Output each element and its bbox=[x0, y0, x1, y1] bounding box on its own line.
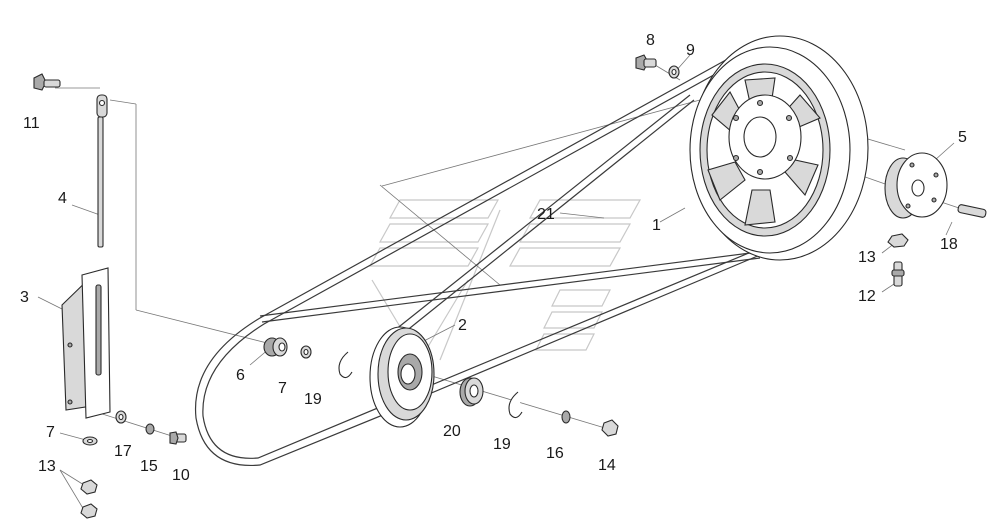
v-belt bbox=[194, 39, 767, 467]
callout-8: 8 bbox=[646, 32, 655, 49]
bolt-top bbox=[635, 54, 657, 71]
lock-washer-right bbox=[561, 410, 571, 424]
callout-9: 9 bbox=[686, 42, 695, 59]
callout-2: 2 bbox=[458, 317, 467, 334]
washer-top bbox=[668, 65, 680, 79]
callout-20: 20 bbox=[443, 423, 461, 440]
callout-7-mid: 7 bbox=[278, 380, 287, 397]
callout-14: 14 bbox=[598, 457, 616, 474]
callout-11: 11 bbox=[23, 115, 40, 132]
callout-18: 18 bbox=[940, 236, 958, 253]
callout-10: 10 bbox=[172, 467, 190, 484]
callout-7-bottom: 7 bbox=[46, 424, 55, 441]
key bbox=[957, 204, 987, 218]
small-pulley bbox=[369, 326, 435, 428]
callout-5: 5 bbox=[958, 129, 967, 146]
callout-6: 6 bbox=[236, 367, 245, 384]
circlip-right bbox=[508, 391, 523, 419]
spacer bbox=[263, 337, 288, 357]
callout-3: 3 bbox=[20, 289, 29, 306]
callout-16: 16 bbox=[546, 445, 564, 462]
adjusting-rod bbox=[96, 94, 108, 248]
callout-15: 15 bbox=[140, 458, 158, 475]
circlip-left bbox=[338, 351, 353, 379]
callout-4: 4 bbox=[58, 190, 67, 207]
nut-right bbox=[887, 233, 909, 248]
lock-washer-15 bbox=[145, 423, 155, 435]
bolt-10 bbox=[169, 431, 187, 445]
bearing bbox=[459, 377, 484, 407]
bolt-11 bbox=[33, 73, 61, 91]
callout-19-left: 19 bbox=[304, 391, 322, 408]
callout-13-right: 13 bbox=[858, 249, 876, 266]
stud bbox=[891, 261, 905, 287]
washer-bottom bbox=[82, 436, 98, 446]
nut-bottom-1 bbox=[80, 479, 98, 495]
callout-labels: 1 2 3 4 5 6 7 7 8 9 10 11 12 13 13 14 15… bbox=[20, 32, 967, 484]
callout-1: 1 bbox=[652, 217, 661, 234]
nut-14 bbox=[601, 419, 619, 437]
callout-21: 21 bbox=[537, 206, 555, 223]
watermark-logo bbox=[368, 199, 642, 362]
washer-mid bbox=[300, 345, 312, 359]
nut-bottom-2 bbox=[80, 503, 98, 519]
large-pulley bbox=[689, 35, 869, 261]
callout-17: 17 bbox=[114, 443, 132, 460]
callout-19-right: 19 bbox=[493, 436, 511, 453]
bracket bbox=[61, 267, 111, 419]
callout-12: 12 bbox=[858, 288, 876, 305]
callout-13-bottom: 13 bbox=[38, 458, 56, 475]
washer-17 bbox=[115, 410, 127, 424]
hub bbox=[884, 152, 948, 219]
